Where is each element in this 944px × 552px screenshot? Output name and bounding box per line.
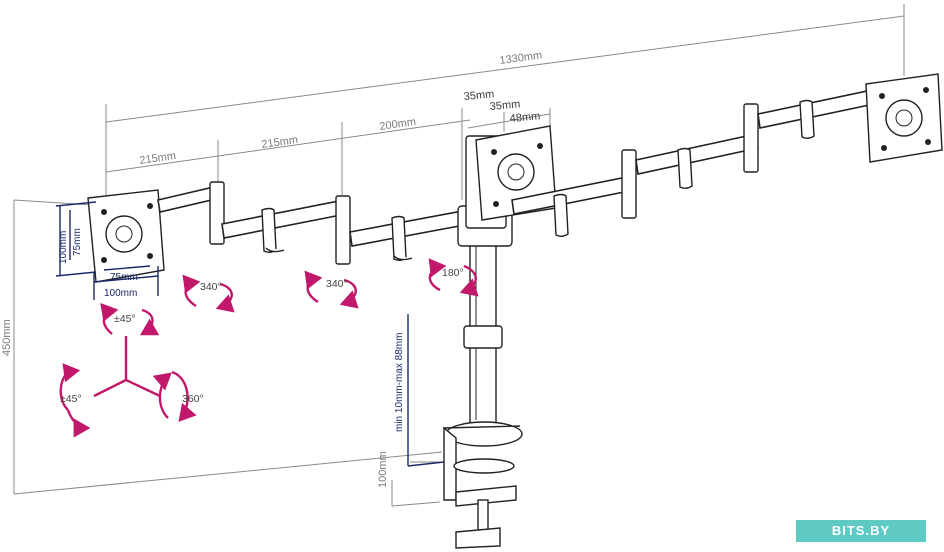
tilt-left: ±45°: [60, 393, 82, 405]
site-watermark: BITS.BY: [796, 520, 926, 542]
dim-arm-215-a: 215mm: [139, 150, 177, 167]
dimension-labels: 1330mm 215mm 215mm 200mm 35mm 35mm 48mm …: [1, 49, 543, 488]
dim-offset-48: 48mm: [509, 110, 540, 125]
swivel-360: 360°: [182, 393, 204, 405]
rotation-340-a: 340°: [200, 281, 222, 293]
dim-offset-35-a: 35mm: [463, 88, 494, 103]
dim-total-width: 1330mm: [499, 49, 543, 66]
dim-height-450: 450mm: [1, 319, 13, 356]
dim-offset-35-b: 35mm: [489, 98, 520, 113]
rotation-340-b: 340°: [326, 278, 348, 290]
dim-arm-200: 200mm: [379, 116, 417, 133]
rotation-indicators: [59, 258, 479, 438]
rotation-180: 180°: [442, 267, 464, 279]
dim-desk-thickness: min 10mm-max 88mm: [394, 333, 405, 432]
dim-clamp-100: 100mm: [377, 451, 389, 488]
right-arm: [511, 89, 875, 237]
tilt-top: ±45°: [114, 313, 136, 325]
vesa-75-height: 75mm: [72, 228, 83, 256]
rotation-labels: 340° 340° 180° ±45° ±45° 360°: [60, 267, 464, 405]
left-vesa-plate: [55, 189, 165, 300]
dim-arm-215-b: 215mm: [261, 134, 299, 151]
vesa-100-width: 100mm: [104, 288, 137, 299]
vesa-100-height: 100mm: [58, 231, 69, 264]
left-arm: [157, 181, 471, 265]
desk-clamp: [443, 421, 523, 549]
right-vesa-plate: [865, 73, 943, 163]
desk-thickness-bracket: [407, 314, 445, 467]
dimension-lines: [13, 4, 905, 507]
vesa-75-width: 75mm: [110, 272, 138, 283]
